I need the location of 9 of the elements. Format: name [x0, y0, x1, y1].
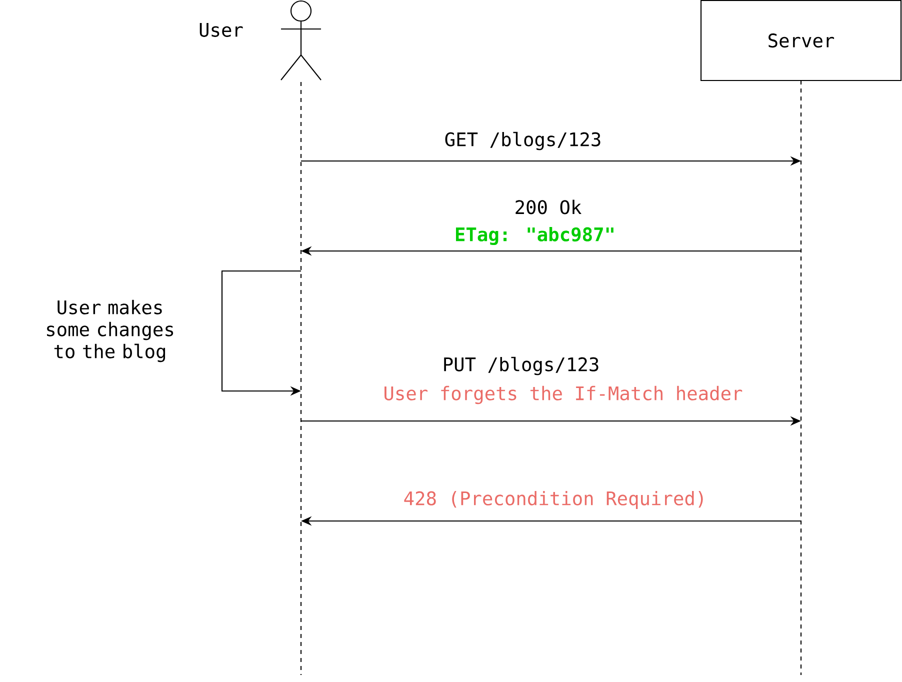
edge-label: GET /blogs/123	[443, 130, 603, 152]
edge-label: PUT /blogs/123	[441, 356, 601, 376]
participant-box: Server	[700, 0, 902, 82]
edge-label: 428 (Precondition Required)	[402, 490, 708, 510]
note-label: ETag: "abc987"	[453, 226, 617, 246]
note-label: User forgets the If-Match header	[382, 384, 744, 406]
actor-label: User	[200, 23, 243, 37]
edge-label: User makes some changes to the blog	[34, 298, 186, 364]
edge-label: 200 Ok	[512, 198, 584, 216]
